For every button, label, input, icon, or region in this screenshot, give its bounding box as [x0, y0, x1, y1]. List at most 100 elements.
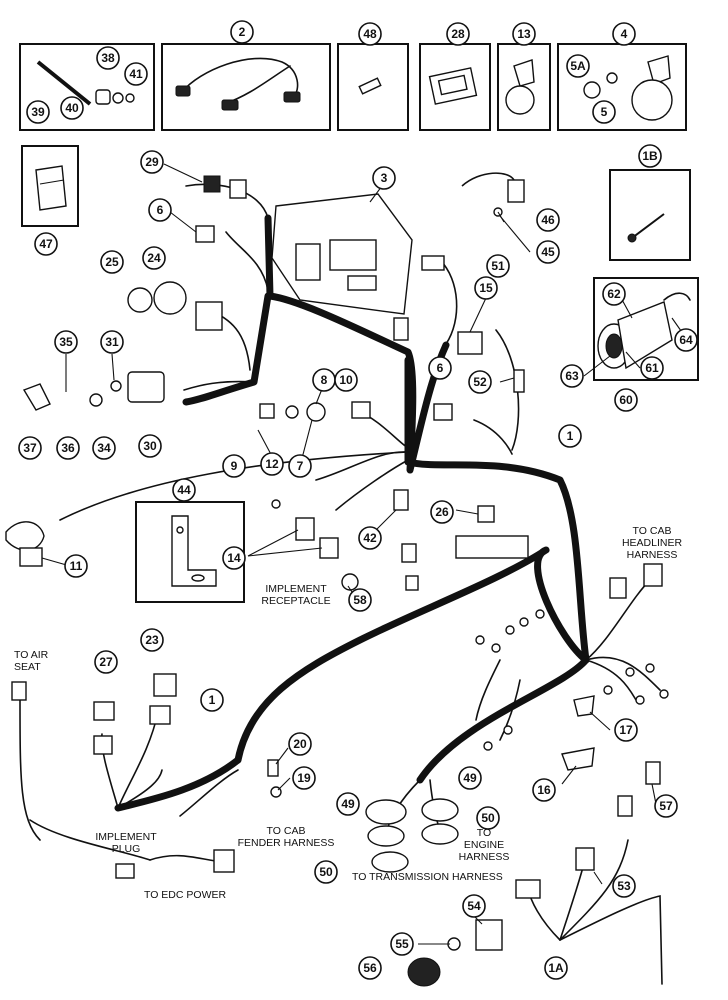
svg-text:TO AIR: TO AIR — [14, 649, 49, 661]
callout-5: 5 — [592, 100, 616, 124]
callout-56: 56 — [358, 956, 382, 980]
svg-text:23: 23 — [145, 633, 159, 647]
callout-50-left: 50 — [314, 860, 338, 884]
callout-57: 57 — [654, 794, 678, 818]
svg-text:IMPLEMENT: IMPLEMENT — [95, 831, 157, 843]
callout-24: 24 — [142, 246, 166, 270]
label-edc-power: TO EDC POWER — [144, 889, 226, 901]
svg-text:SEAT: SEAT — [14, 661, 41, 673]
label-engine-harness: TO ENGINE HARNESS — [459, 827, 510, 863]
svg-text:6: 6 — [157, 203, 164, 217]
ring-terminals — [475, 609, 669, 751]
callout-46: 46 — [536, 208, 560, 232]
svg-text:29: 29 — [145, 155, 159, 169]
svg-text:35: 35 — [59, 335, 73, 349]
callout-37: 37 — [18, 436, 42, 460]
inset-box-47 — [21, 145, 79, 227]
callout-3: 3 — [372, 166, 396, 190]
svg-text:24: 24 — [147, 251, 161, 265]
label-cab-headliner-harness: TO CAB HEADLINER HARNESS — [622, 525, 683, 561]
svg-text:39: 39 — [31, 105, 45, 119]
callout-64: 64 — [674, 328, 698, 352]
svg-text:ENGINE: ENGINE — [464, 839, 504, 851]
svg-text:1: 1 — [209, 693, 216, 707]
callout-17: 17 — [614, 718, 638, 742]
callout-31: 31 — [100, 330, 124, 354]
callout-63: 63 — [560, 364, 584, 388]
svg-text:2: 2 — [239, 25, 246, 39]
svg-text:37: 37 — [23, 441, 37, 455]
callout-45: 45 — [536, 240, 560, 264]
svg-text:HARNESS: HARNESS — [627, 549, 678, 561]
callout-40: 40 — [60, 96, 84, 120]
callout-27: 27 — [94, 650, 118, 674]
connector-parts — [5, 172, 663, 987]
callout-25: 25 — [100, 250, 124, 274]
callout-16: 16 — [532, 778, 556, 802]
label-implement-plug: IMPLEMENT PLUG — [95, 831, 157, 855]
svg-text:TO EDC POWER: TO EDC POWER — [144, 889, 226, 901]
callout-23: 23 — [140, 628, 164, 652]
svg-text:30: 30 — [143, 439, 157, 453]
callout-6-right: 6 — [428, 356, 452, 380]
svg-text:53: 53 — [617, 879, 631, 893]
callout-34: 34 — [92, 436, 116, 460]
callout-36: 36 — [56, 436, 80, 460]
svg-text:PLUG: PLUG — [112, 843, 141, 855]
callout-20: 20 — [288, 732, 312, 756]
svg-text:15: 15 — [479, 281, 493, 295]
svg-text:14: 14 — [227, 551, 241, 565]
callout-44: 44 — [172, 478, 196, 502]
inset-box-28 — [419, 43, 491, 131]
label-transmission-harness: TO TRANSMISSION HARNESS — [352, 871, 503, 883]
svg-text:20: 20 — [293, 737, 307, 751]
svg-text:38: 38 — [101, 51, 115, 65]
callout-47: 47 — [34, 232, 58, 256]
svg-text:46: 46 — [541, 213, 555, 227]
callout-6-upper: 6 — [148, 198, 172, 222]
callout-49-right: 49 — [458, 766, 482, 790]
callout-13: 13 — [512, 22, 536, 46]
svg-text:HEADLINER: HEADLINER — [622, 537, 683, 549]
svg-text:49: 49 — [341, 797, 355, 811]
grommets — [365, 798, 459, 873]
svg-text:62: 62 — [607, 287, 621, 301]
svg-text:HARNESS: HARNESS — [459, 851, 510, 863]
svg-text:IMPLEMENT: IMPLEMENT — [265, 583, 327, 595]
callout-48: 48 — [358, 22, 382, 46]
callout-4: 4 — [612, 22, 636, 46]
svg-text:TO CAB: TO CAB — [633, 525, 672, 537]
callout-1-upper: 1 — [558, 424, 582, 448]
svg-text:8: 8 — [321, 373, 328, 387]
svg-text:64: 64 — [679, 333, 693, 347]
svg-text:19: 19 — [297, 771, 311, 785]
svg-text:61: 61 — [645, 361, 659, 375]
inset-box-13 — [497, 43, 551, 131]
svg-text:36: 36 — [61, 441, 75, 455]
inset-box-1B — [609, 169, 691, 261]
callout-54: 54 — [462, 894, 486, 918]
svg-text:7: 7 — [297, 459, 304, 473]
svg-text:1A: 1A — [548, 961, 564, 975]
svg-text:TO TRANSMISSION HARNESS: TO TRANSMISSION HARNESS — [352, 871, 503, 883]
callout-10: 10 — [334, 368, 358, 392]
svg-text:40: 40 — [65, 101, 79, 115]
inset-box-48 — [337, 43, 409, 131]
svg-text:3: 3 — [381, 171, 388, 185]
svg-text:49: 49 — [463, 771, 477, 785]
inset-box-2 — [161, 43, 331, 131]
callout-49-left: 49 — [336, 792, 360, 816]
svg-text:26: 26 — [435, 505, 449, 519]
callout-14: 14 — [222, 546, 246, 570]
svg-text:56: 56 — [363, 961, 377, 975]
callout-52: 52 — [468, 370, 492, 394]
svg-text:31: 31 — [105, 335, 119, 349]
callout-55: 55 — [390, 932, 414, 956]
callout-30: 30 — [138, 434, 162, 458]
svg-text:12: 12 — [265, 457, 279, 471]
svg-text:17: 17 — [619, 723, 633, 737]
callout-28: 28 — [446, 22, 470, 46]
svg-text:47: 47 — [39, 237, 53, 251]
callout-61: 61 — [640, 356, 664, 380]
